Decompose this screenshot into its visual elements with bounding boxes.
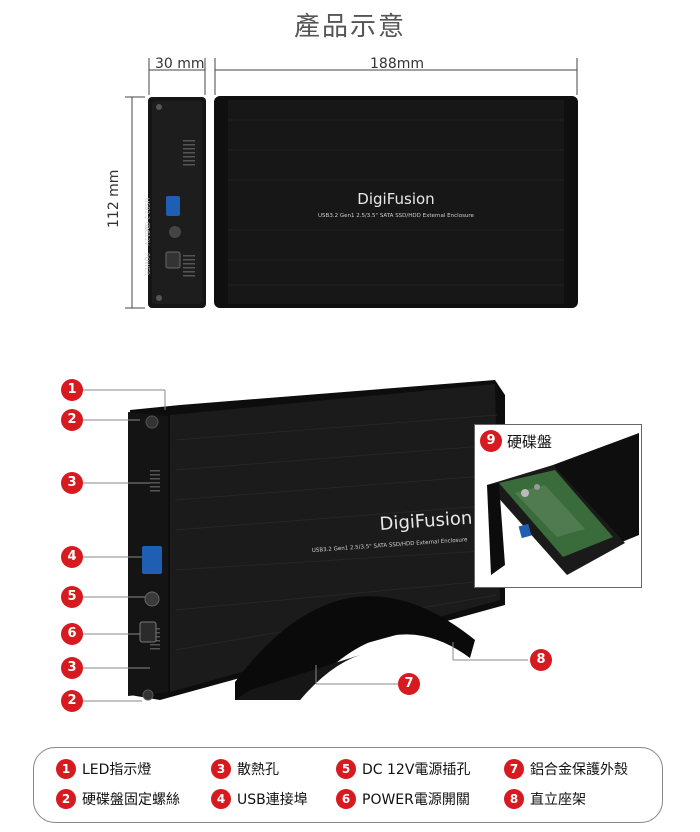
callout-7: 7	[398, 673, 420, 695]
front-model-text: USB3.2 Gen1 2.5/3.5" SATA SSD/HDD Extern…	[318, 213, 475, 219]
height-dimension: 112 mm	[106, 169, 122, 228]
drive-tray-inset	[474, 424, 642, 588]
side-power-label: POWER	[143, 253, 150, 276]
dimension-diagram: DigiFusion USB3.2 Gen1 2.5/3.5" SATA SSD…	[125, 58, 578, 309]
callout-6: 6	[61, 623, 83, 645]
led-indicator-icon	[145, 415, 159, 429]
callout-8: 8	[530, 649, 552, 671]
page-title: 產品示意	[293, 12, 406, 42]
side-dc-label: DC12V	[143, 225, 150, 246]
power-switch-3d-icon	[139, 621, 157, 643]
front-brand-text: DigiFusion	[357, 190, 434, 208]
usb-port-3d-icon	[142, 546, 162, 574]
stand	[235, 596, 475, 700]
inset-label: 硬碟盤	[507, 433, 553, 451]
power-switch-icon	[165, 251, 181, 269]
callout-2: 2	[61, 409, 83, 431]
length-dimension: 188mm	[370, 56, 424, 72]
callout-3b: 3	[61, 657, 83, 679]
callout-9: 9	[480, 430, 502, 452]
depth-dimension: 30 mm	[155, 56, 205, 72]
callout-2b: 2	[61, 690, 83, 712]
dc-jack-icon	[169, 226, 181, 238]
callout-3: 3	[61, 472, 83, 494]
product-perspective: DigiFusion USB3.2 Gen1 2.5/3.5" SATA SSD…	[82, 380, 528, 702]
callout-1: 1	[61, 379, 83, 401]
callout-5: 5	[61, 586, 83, 608]
usb-port-icon	[166, 196, 180, 216]
dc-jack-3d-icon	[144, 591, 160, 607]
callout-4: 4	[61, 546, 83, 568]
